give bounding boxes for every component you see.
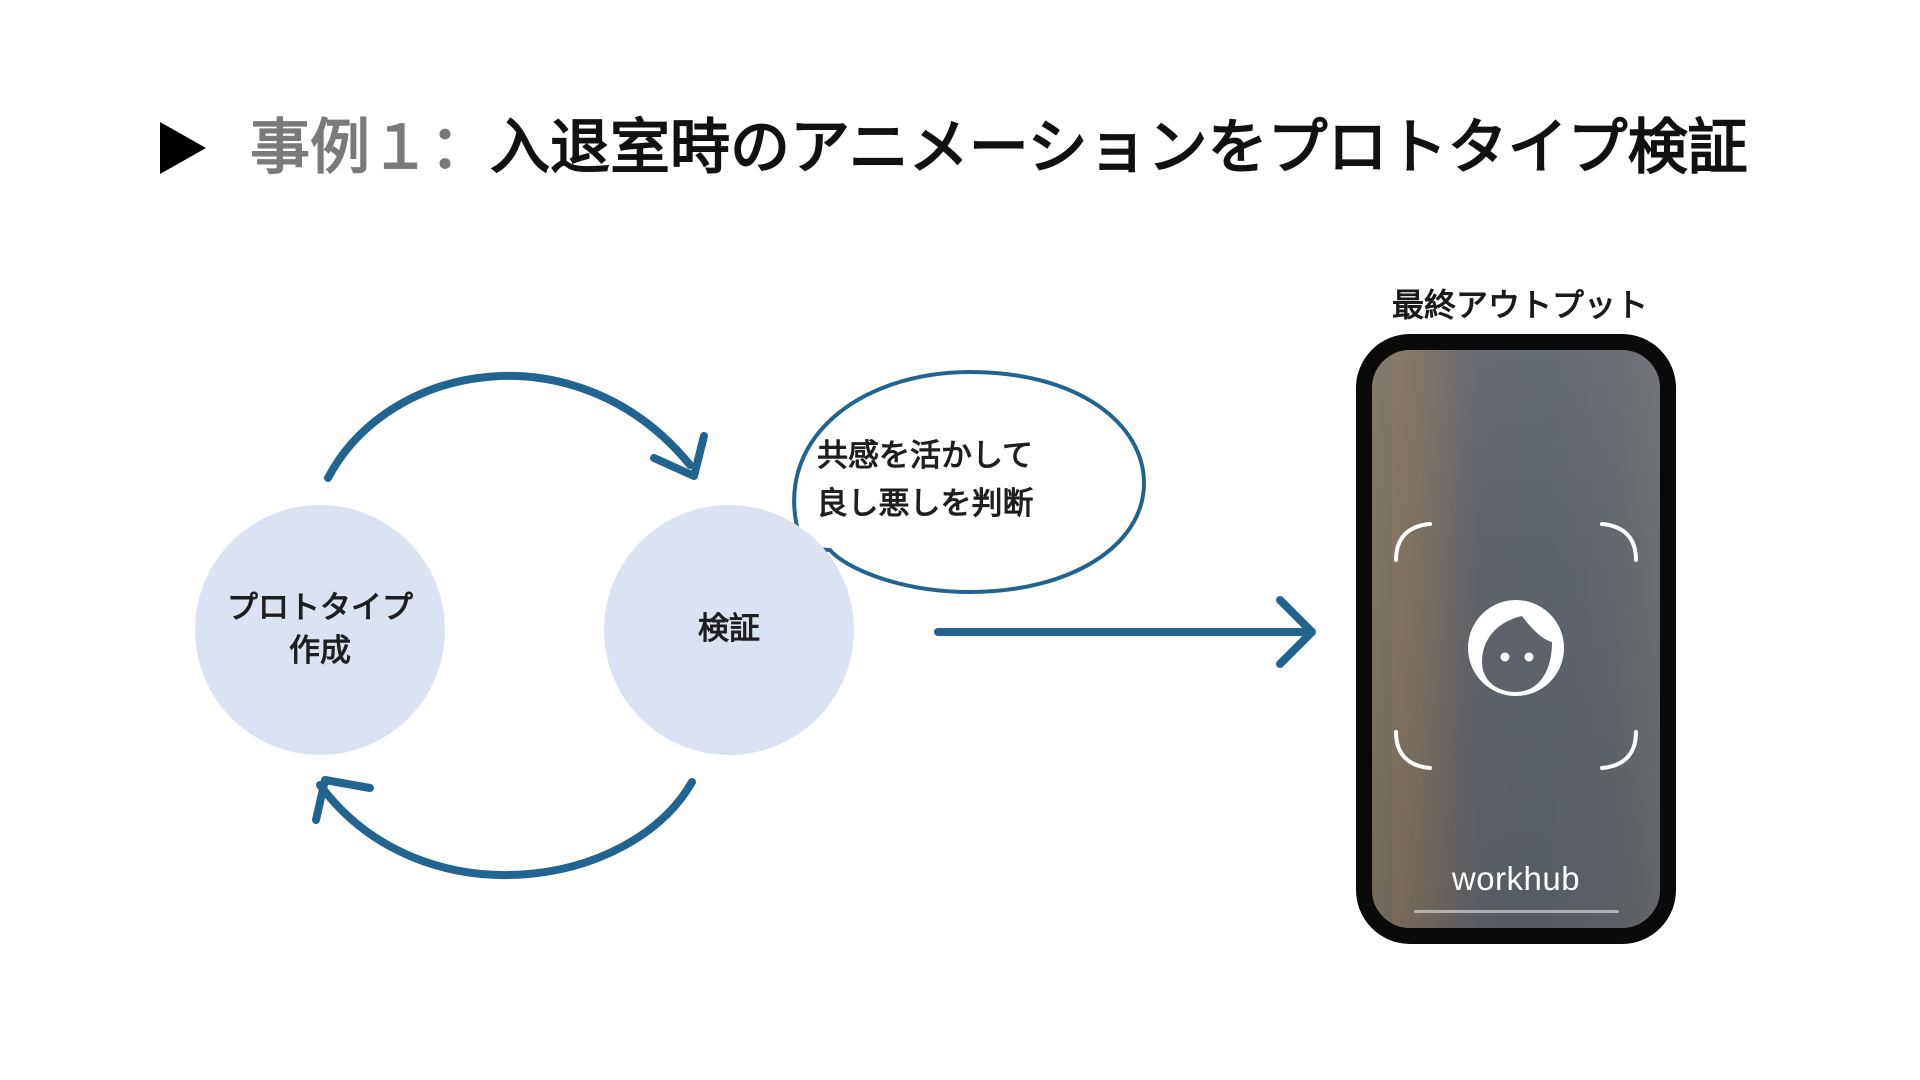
node-prototype-line1: プロトタイプ xyxy=(227,589,413,626)
face-scan-frame xyxy=(1394,522,1638,770)
speech-bubble-text: 共感を活かして 良し悪しを判断 xyxy=(805,432,1045,528)
node-prototype-line2: 作成 xyxy=(289,633,351,669)
bubble-line2: 良し悪しを判断 xyxy=(816,486,1034,523)
cycle-arrow-top xyxy=(324,372,708,482)
face-icon xyxy=(1468,600,1564,696)
node-prototype-creation: プロトタイプ 作成 xyxy=(195,505,445,755)
phone-mockup: workhub xyxy=(1356,334,1676,944)
speech-bubble xyxy=(788,370,1146,594)
home-indicator xyxy=(1414,910,1619,913)
play-triangle-icon xyxy=(160,122,206,174)
title-text: 入退室時のアニメーションをプロトタイプ検証 xyxy=(490,113,1748,183)
right-arrow-icon xyxy=(934,596,1316,668)
cycle-arrow-bottom xyxy=(312,776,696,879)
node-verification-label: 検証 xyxy=(698,611,760,648)
brand-logo-text: workhub xyxy=(1451,860,1581,897)
slide-title: 事例１： 入退室時のアニメーションをプロトタイプ検証 xyxy=(160,118,1748,178)
scan-corner-icon xyxy=(1394,522,1638,770)
title-prefix: 事例１： xyxy=(250,113,490,183)
node-verification: 検証 xyxy=(604,505,854,755)
bubble-line1: 共感を活かして xyxy=(816,438,1034,474)
background-blur xyxy=(1392,350,1482,928)
final-output-label: 最終アウトプット xyxy=(1391,286,1648,324)
